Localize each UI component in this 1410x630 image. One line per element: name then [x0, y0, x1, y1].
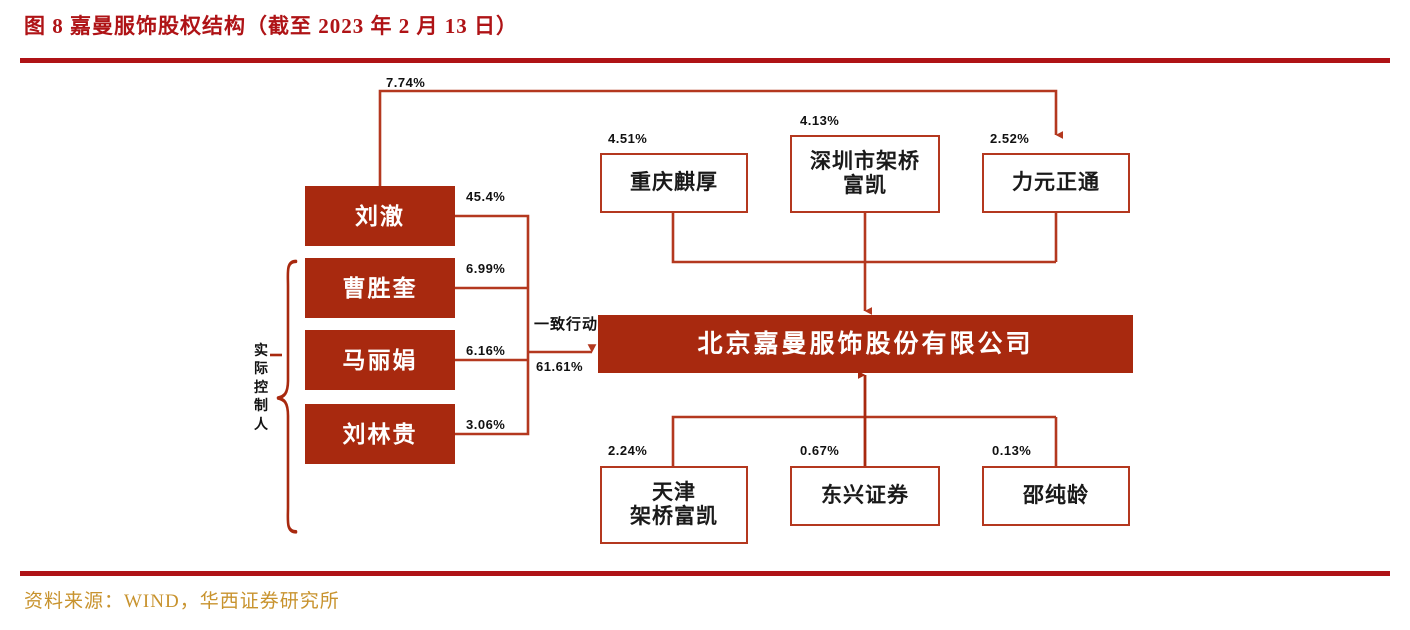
figure-source: 资料来源：WIND，华西证券研究所: [24, 591, 340, 612]
pct-chongqing-qihou: 4.51%: [608, 131, 648, 146]
pct-liyuan-zhengtong: 2.52%: [990, 131, 1030, 146]
wire-chongqing-bus: [671, 213, 1056, 264]
node-chongqing-qihou[interactable]: 重庆麒厚: [600, 153, 748, 213]
node-malijuan[interactable]: 马丽娟: [305, 330, 455, 390]
bottom-divider-rule: [20, 571, 1390, 576]
top-divider-rule: [20, 58, 1390, 63]
pct-tianjin-jiaqiao-fukai: 2.24%: [608, 443, 648, 458]
pct-dongxing-zhengquan: 0.67%: [800, 443, 840, 458]
node-dongxing-zhengquan[interactable]: 东兴证券: [790, 466, 940, 526]
ctrl-char-1: 际: [254, 360, 268, 377]
wire-liulingui-bus: [455, 352, 530, 436]
pct-caoshengkui: 6.99%: [466, 261, 506, 276]
node-liyuan-zhengtong[interactable]: 力元正通: [982, 153, 1130, 213]
node-company[interactable]: 北京嘉曼服饰股份有限公司: [598, 315, 1133, 373]
pct-liuche-direct: 7.74%: [386, 75, 426, 90]
node-tianjin-jiaqiao-fukai[interactable]: 天津 架桥富凯: [600, 466, 748, 544]
node-shenzhen-line2: 富凯: [843, 174, 887, 197]
node-liulingui[interactable]: 刘林贵: [305, 404, 455, 464]
node-caoshengkui[interactable]: 曹胜奎: [305, 258, 455, 318]
node-liuche[interactable]: 刘澈: [305, 186, 455, 246]
wire-liuche-to-liyuan: [378, 89, 1063, 186]
pct-liuche: 45.4%: [466, 189, 506, 204]
figure-title: 图 8 嘉曼服饰股权结构（截至 2023 年 2 月 13 日）: [24, 14, 518, 38]
wire-tianjin-bus: [671, 415, 1056, 487]
wire-liuche-bus: [455, 214, 530, 352]
label-concerted-action: 一致行动: [534, 316, 599, 333]
connector-wires: [270, 89, 1063, 534]
node-tianjin-line1: 天津: [652, 480, 696, 504]
pct-malijuan: 6.16%: [466, 343, 506, 358]
diagram-canvas: 实 际 控 制 人 刘澈 曹胜奎 马丽娟 刘林贵 45.4% 6.99% 6.1…: [0, 63, 1410, 571]
pct-concerted-total: 61.61%: [536, 359, 584, 374]
ctrl-char-2: 控: [254, 378, 268, 395]
node-shenzhen-jiaqiao-fukai[interactable]: 深圳市架桥 富凯: [790, 135, 940, 213]
ctrl-char-0: 实: [254, 342, 268, 358]
pct-liulingui: 3.06%: [466, 417, 506, 432]
node-shenzhen-line1: 深圳市架桥: [810, 149, 920, 173]
node-tianjin-line2: 架桥富凯: [630, 505, 718, 528]
ctrl-char-3: 制: [254, 397, 268, 414]
ctrl-char-4: 人: [254, 415, 268, 432]
node-shaochunling[interactable]: 邵纯龄: [982, 466, 1130, 526]
controller-group-label: 实 际 控 制 人: [252, 341, 270, 433]
pct-shenzhen-jiaqiao-fukai: 4.13%: [800, 113, 840, 128]
pct-shaochunling: 0.13%: [992, 443, 1032, 458]
controller-brace: [276, 259, 298, 534]
